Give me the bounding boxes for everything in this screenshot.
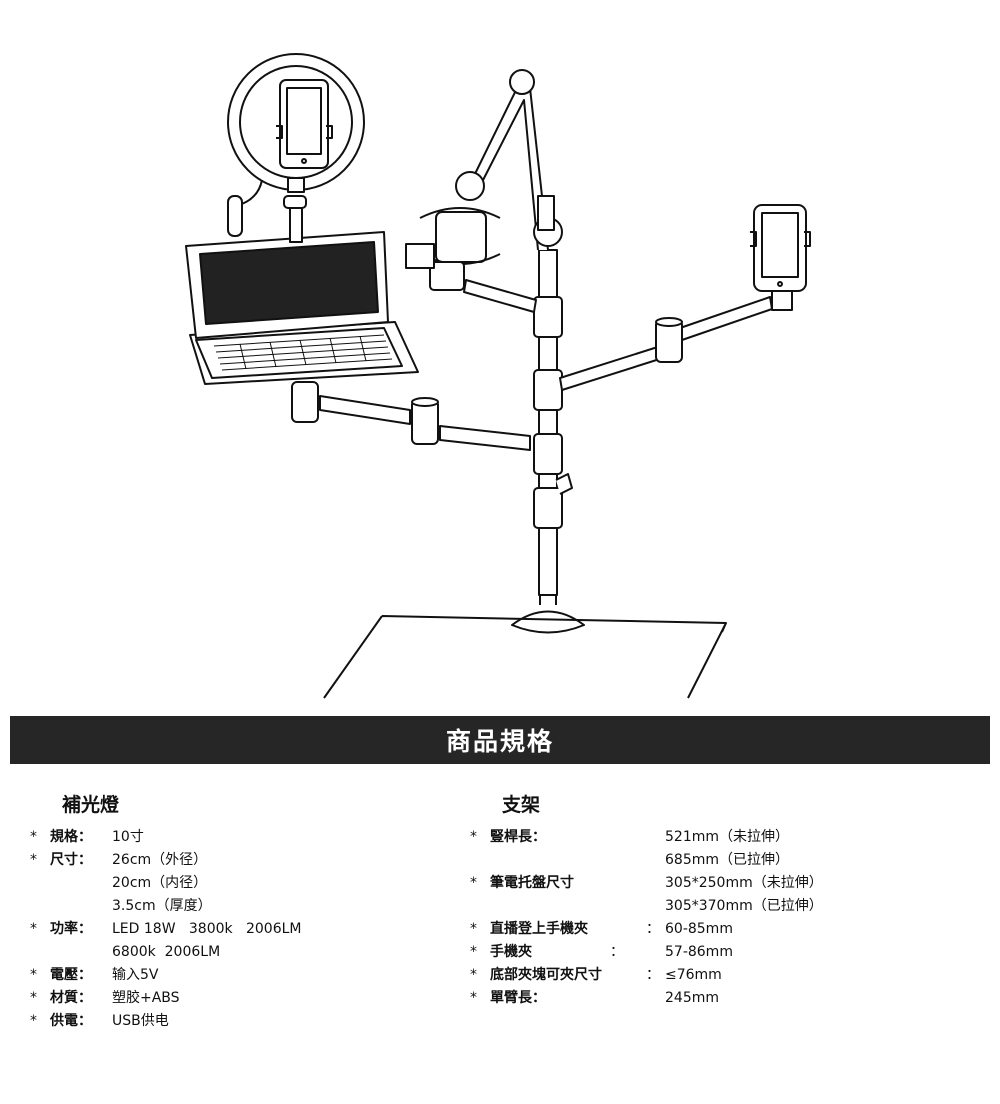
spec-row: * 尺寸： 26cm（外径） 20cm（内径） 3.5cm（厚度）: [30, 852, 212, 914]
stand-specs: 支架 * 豎桿長： 521mm（未拉伸） 685mm（已拉伸） * 筆電托盤尺寸…: [470, 790, 990, 1010]
spec-row: * 豎桿長： 521mm（未拉伸） 685mm（已拉伸）: [470, 829, 789, 868]
right-arm-lower: [559, 344, 667, 391]
right-arm-upper: [679, 296, 773, 341]
spec-row: * 手機夾 ： 57-86mm: [470, 944, 733, 960]
microphone: [435, 211, 487, 263]
left-arm-lower: [439, 425, 531, 451]
product-illustration: [185, 53, 811, 699]
left-arm-upper: [319, 395, 411, 425]
spec-row: * 電壓： 输入5V: [30, 967, 159, 983]
mic-arm: [463, 279, 537, 313]
spec-row: * 筆電托盤尺寸 305*250mm（未拉伸） 305*370mm（已拉伸）: [470, 875, 823, 914]
spec-banner: 商品規格: [10, 716, 990, 764]
spec-row: * 材質： 塑胶+ABS: [30, 990, 180, 1006]
desk: [323, 615, 727, 699]
spec-row: * 功率： LED 18W 3800k 2006LM 6800k 2006LM: [30, 921, 302, 960]
banner-title: 商品規格: [445, 727, 554, 756]
fill-light-specs: 補光燈 * 規格： 10寸 * 尺寸： 26cm（外径） 20cm（内径） 3.…: [30, 790, 450, 1033]
spec-row: * 供電： USB供电: [30, 1013, 169, 1029]
stand-title: 支架: [502, 794, 541, 816]
spec-row: * 底部夾塊可夾尺寸 ： ≤76mm: [470, 967, 722, 983]
spec-row: * 直播登上手機夾 ： 60-85mm: [470, 921, 733, 937]
spec-row: * 單臂長： 245mm: [470, 990, 719, 1006]
fill-light-title: 補光燈: [62, 794, 120, 816]
spec-row: * 規格： 10寸: [30, 829, 144, 845]
base-clamp: [511, 610, 585, 634]
